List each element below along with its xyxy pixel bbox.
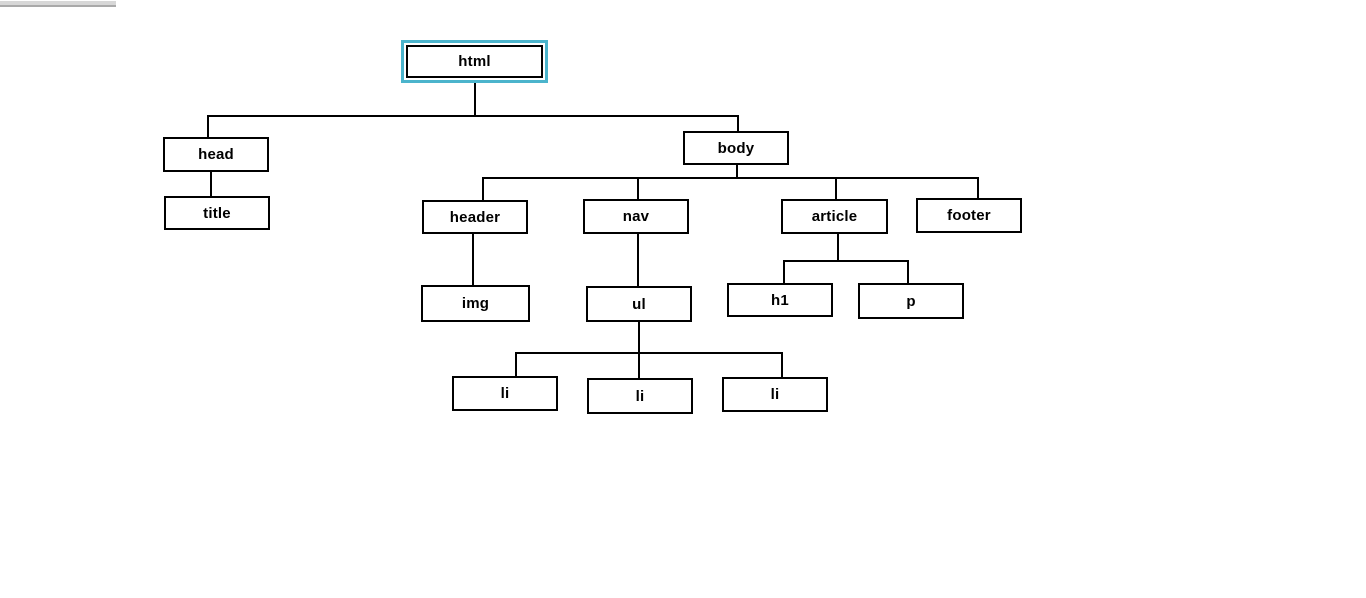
node-header[interactable]: header (422, 200, 528, 234)
connector-footer-drop (977, 179, 979, 198)
connector-header-img (472, 234, 474, 285)
node-title[interactable]: title (164, 196, 270, 230)
node-li-2[interactable]: li (587, 378, 693, 414)
scrollbar-fragment (0, 1, 116, 7)
connector-html-stem (474, 78, 476, 115)
connector-nav-drop (637, 179, 639, 199)
connector-article-drop (835, 179, 837, 199)
node-img[interactable]: img (421, 285, 530, 322)
node-html[interactable]: html (406, 45, 543, 78)
connector-p-drop (907, 262, 909, 283)
connector-li2-drop (638, 354, 640, 378)
connector-li1-drop (515, 354, 517, 376)
node-nav[interactable]: nav (583, 199, 689, 234)
connector-nav-ul (637, 234, 639, 286)
node-li-3[interactable]: li (722, 377, 828, 412)
node-footer[interactable]: footer (916, 198, 1022, 233)
connector-body-children-rail (482, 177, 979, 179)
connector-ul-stem (638, 322, 640, 352)
node-h1[interactable]: h1 (727, 283, 833, 317)
connector-head-title (210, 172, 212, 196)
connector-header-drop (482, 179, 484, 200)
connector-article-children-rail (783, 260, 909, 262)
connector-article-stem (837, 234, 839, 260)
connector-li3-drop (781, 354, 783, 377)
connector-body-stem (736, 165, 738, 177)
node-li-1[interactable]: li (452, 376, 558, 411)
node-head[interactable]: head (163, 137, 269, 172)
connector-ul-children-rail (515, 352, 783, 354)
node-p[interactable]: p (858, 283, 964, 319)
connector-h1-drop (783, 262, 785, 283)
connector-body-drop (737, 117, 739, 131)
node-ul[interactable]: ul (586, 286, 692, 322)
connector-html-children-rail (207, 115, 739, 117)
node-article[interactable]: article (781, 199, 888, 234)
connector-head-drop (207, 117, 209, 137)
node-body[interactable]: body (683, 131, 789, 165)
